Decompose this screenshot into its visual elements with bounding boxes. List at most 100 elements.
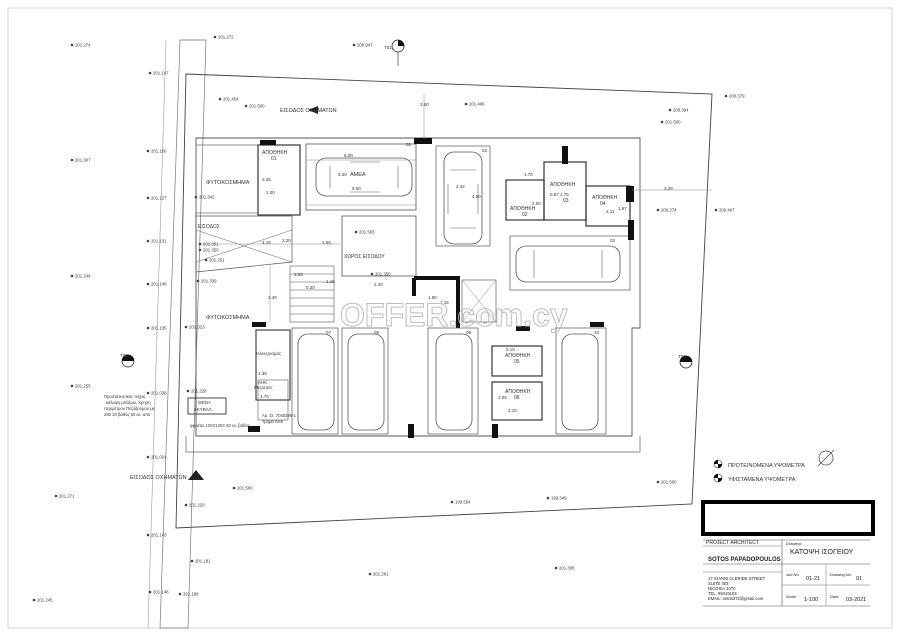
level-marker: 201.135	[146, 326, 167, 331]
stairs	[289, 265, 335, 323]
dimension-value: 1.15	[326, 279, 335, 284]
scale-value: 1-100	[804, 597, 818, 603]
storage-02-no: 02	[522, 212, 528, 218]
level-value: 201.500	[665, 120, 681, 125]
dimension-value: 1.70	[524, 172, 533, 177]
level-dot	[146, 455, 150, 459]
site-boundary-outer	[159, 39, 207, 629]
north-arrow-icon	[817, 449, 835, 467]
level-dot	[450, 500, 454, 504]
storage-04	[585, 185, 631, 227]
arrow-top	[308, 106, 318, 114]
level-dot	[546, 496, 550, 500]
level-dot	[656, 480, 660, 484]
dimension-value: 1.57	[618, 206, 627, 211]
level-value: 201.323	[189, 325, 205, 330]
level-marker: 201.339	[196, 279, 217, 284]
level-value: 201.339	[201, 279, 217, 284]
dimension-lines	[200, 94, 712, 322]
space-01-no: 01	[406, 142, 412, 147]
ahk-note-2: Τμήμα ΑΗΚ	[262, 419, 284, 424]
section-t02-right-label: Τ02	[678, 354, 686, 359]
level-dot	[370, 272, 374, 276]
level-marker: 201.220	[184, 503, 205, 508]
level-marker: 201.251	[204, 258, 225, 263]
dimension-labels: 3.606.003.305.003.251.002.424.601.701.75…	[258, 102, 673, 413]
manhole-note: φρεάτιο 120Χ120Χ 60 εκ. βάθος	[190, 423, 250, 428]
dimension-value: 1.15	[440, 300, 449, 305]
level-marker: 201.351	[198, 242, 219, 247]
car-02-detail	[447, 169, 479, 229]
level-dot	[146, 391, 150, 395]
level-dot	[554, 566, 558, 570]
legend-existing: ΥΦΙΣΤΑΜΕΝΑ ΥΨΟΜΕΤΡΑ	[728, 477, 796, 483]
level-dot	[218, 97, 222, 101]
level-value: 201.454	[223, 97, 239, 102]
level-value: 201.406	[469, 102, 485, 107]
level-dot	[354, 230, 358, 234]
job-no-label: Job No.	[785, 572, 800, 577]
building-outline	[195, 137, 641, 437]
address-3: NICOSIA 1070	[708, 586, 736, 591]
level-dot	[714, 208, 718, 212]
level-value: 201.500	[661, 480, 677, 485]
level-marker: 201.148	[148, 590, 169, 595]
level-dot	[668, 108, 672, 112]
dimension-value: 2.42	[456, 184, 465, 189]
plot-boundary	[175, 73, 713, 529]
level-value: 201.127	[151, 196, 167, 201]
level-value: 199.554	[455, 500, 471, 505]
dimension-value: 4.35	[258, 371, 267, 376]
dimension-value: 3.29	[664, 186, 673, 191]
lift-shaft	[461, 279, 497, 323]
space-10-no: 10	[594, 330, 600, 335]
dimension-value: 2.20	[282, 238, 291, 243]
dimension-value: 1.70	[260, 394, 269, 399]
level-marker: 200.947	[352, 43, 373, 48]
waste-label-2: ΣΚΥΒΑΛ	[194, 407, 212, 412]
dimension-value: 2.00	[532, 201, 541, 206]
date-value: 03-2021	[846, 597, 866, 603]
level-value: 200.274	[661, 208, 677, 213]
bottom-cars	[297, 333, 599, 431]
level-value: 201.308	[559, 566, 575, 571]
storage-04-label: ΑΠΟΘΗΚΗ	[592, 195, 618, 201]
dimension-value: 2.40	[374, 282, 383, 287]
section-t02-left-label: Τ02	[120, 353, 128, 358]
level-marker: 201.149	[146, 282, 167, 287]
storage-05	[491, 345, 543, 377]
level-value: 201.500	[237, 486, 253, 491]
electric-room	[255, 329, 291, 401]
storage-01-no: 01	[271, 156, 277, 162]
dimension-value: 1.50	[322, 240, 331, 245]
legend: ΠΡΟΤΕΙΝΟΜΕΝΑ ΥΨΟΜΕΤΡΑ ΥΦΙΣΤΑΜΕΝΑ ΥΨΟΜΕΤΡ…	[713, 459, 805, 483]
wall-note-2: κάλυψη μπάζων, Χρηση	[106, 400, 151, 405]
planter-top	[195, 144, 259, 214]
dimension-value: 1.75	[560, 192, 569, 197]
address-2: SUITE 303	[708, 581, 729, 586]
level-marker: 201.500	[244, 104, 265, 109]
address-5: EMAIL: sotos372@gmail.com	[708, 596, 764, 601]
dimension-value: 2.10	[508, 408, 517, 413]
level-dot	[146, 149, 150, 153]
level-dot	[198, 242, 202, 246]
wall-note-4: 290 10 βαθος 60 εκ. απο	[104, 412, 151, 417]
level-marker: 201.271	[54, 494, 75, 499]
disabled-parking	[305, 143, 417, 211]
level-value: 201.351	[203, 242, 219, 247]
level-value: 201.147	[153, 71, 169, 76]
level-markers: 201.274201.272200.947201.147201.454201.5…	[32, 35, 745, 603]
level-marker: 199.349	[546, 496, 567, 501]
space-07-no: 07	[326, 330, 332, 335]
car-03-detail	[533, 250, 603, 278]
level-dot	[186, 389, 190, 393]
level-value: 201.156	[151, 149, 167, 154]
level-dot	[204, 258, 208, 262]
ahk-label-2: Μετρητές	[254, 384, 273, 390]
level-dot	[213, 35, 217, 39]
level-dot	[146, 326, 150, 330]
level-marker: 201.500	[656, 480, 677, 485]
entrance-hall	[341, 215, 417, 277]
level-value: 201.350	[203, 248, 219, 253]
